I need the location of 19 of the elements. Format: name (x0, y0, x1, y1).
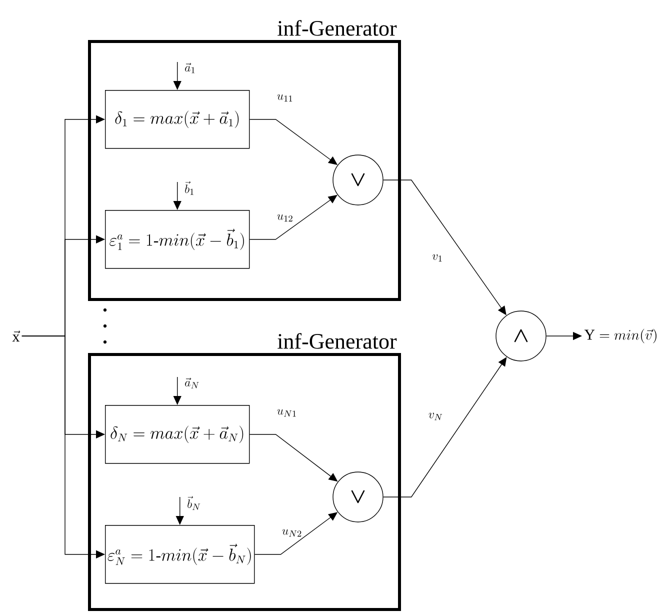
edge-label: $v_{N}$ (428, 412, 442, 420)
formula-box: $\varepsilon^{a}_{1} = 1\mbox{-}min(\vec{x} - \vec{b}_{1})$ (105, 210, 250, 269)
signal-label: $\mathrm{Y} = min(\vec{v})$ (584, 328, 656, 344)
edge-label: $\vec{b}_{N}$ (188, 496, 200, 510)
formula-box: $\delta_{N} = max(\vec{x} + \vec{a}_{N})$ (105, 405, 250, 464)
signal-label: $\vec{\mathrm{x}}$ (12, 330, 20, 342)
edge-label: $\vec{a}_{N}$ (185, 378, 199, 388)
edge-label: $u_{N1}$ (277, 409, 296, 417)
arrow (249, 194, 338, 240)
box-heading: inf-Generator (278, 333, 397, 349)
formula-box: $\varepsilon^{a}_{N} = 1\mbox{-}min(\vec{x} - \vec{b}_{N})$ (105, 525, 255, 584)
edge-label: $\vec{a}_{1}$ (185, 62, 195, 74)
edge-label: $u_{N2}$ (282, 529, 302, 537)
edge-label: $u_{12}$ (277, 214, 292, 222)
edge-label: $\vec{b}_{1}$ (185, 181, 194, 195)
formula-box: $\delta_{1} = max(\vec{x} + \vec{a}_{1})$ (105, 90, 250, 149)
box-heading: inf-Generator (278, 20, 397, 36)
edge-label: $v_{1}$ (432, 254, 442, 262)
edge-label: $u_{11}$ (277, 94, 292, 102)
